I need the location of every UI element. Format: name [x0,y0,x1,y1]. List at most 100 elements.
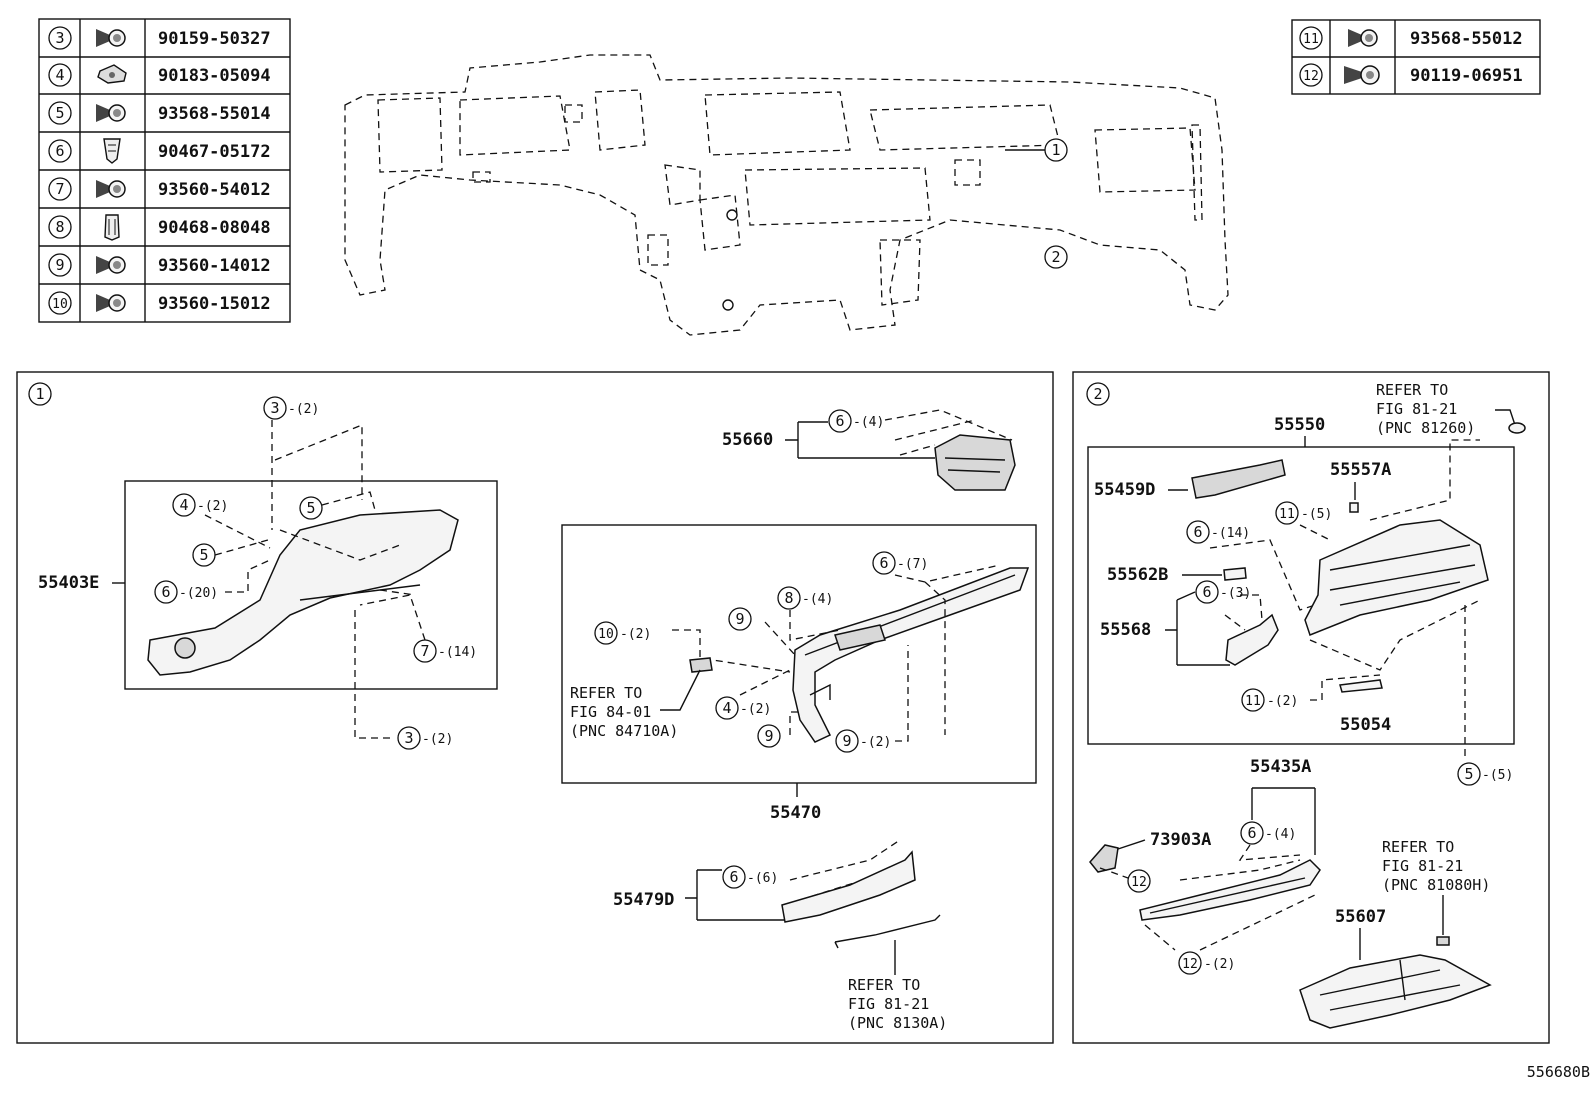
light-switch [1436,936,1450,946]
reference-note: FIG 81-21 [1382,857,1463,875]
reference-note: (PNC 81080H) [1382,876,1490,894]
part-number: 90183-05094 [158,66,271,86]
glovebox-stopper [1223,567,1247,581]
panel-insert [1191,459,1286,499]
callout-number: 5 [306,499,315,517]
callout-number: 8 [55,218,64,236]
fastener-row: 9 93560-14012 [48,253,271,277]
quantity: -(14) [438,645,477,660]
small-clip [1349,502,1359,513]
reference-note: REFER TO [1382,838,1454,856]
reference-note: REFER TO [570,684,642,702]
bolt-icon [95,179,126,199]
figure-id: 556680B [1527,1063,1590,1081]
clip-nut-icon [97,64,127,84]
part-number: 90159-50327 [158,29,271,49]
dashboard-overview: 1 2 [344,54,1229,336]
panel-2: 2 REFER TO FIG 81-21 (PNC 81260) 55550 5… [1072,371,1550,1044]
bolt-icon [95,103,126,123]
part-number: 55479D [613,890,674,910]
bolt-icon [1347,28,1378,48]
part-number: 55607 [1335,907,1386,927]
quantity: -(5) [1301,507,1332,522]
glovebox-latch [1339,679,1383,693]
assembly-box-55550 [1087,446,1515,745]
callout-number: 12 [1303,69,1319,84]
reference-note: (PNC 84710A) [570,722,678,740]
quantity: -(4) [802,592,833,607]
fastener-table-right: 11 93568-55012 12 90119-06951 [1291,19,1541,95]
instrument-trim-panel [792,567,1030,743]
callout-number: 9 [764,727,773,745]
part-number: 90119-06951 [1410,66,1523,86]
fastener-row: 3 90159-50327 [48,26,271,50]
part-number: 55562B [1107,565,1168,585]
fastener-row: 8 90468-08048 [48,214,271,241]
switch-connector [689,657,713,673]
callout-number: 6 [729,868,738,886]
quantity: -(2) [288,402,319,417]
fastener-row: 7 93560-54012 [48,177,271,201]
assembly-box-55403e [124,480,498,690]
panel-number: 1 [35,385,44,403]
part-number: 55568 [1100,620,1151,640]
reference-note: REFER TO [848,976,920,994]
callout-number: 3 [55,29,64,47]
callout-number: 11 [1303,32,1319,47]
callout-number: 6 [55,142,64,160]
quantity: -(2) [740,702,771,717]
quantity: -(2) [197,499,228,514]
fastener-table-left: 3 90159-50327 4 90183-05094 5 93568-5501… [38,18,291,323]
callout-number: 4 [722,699,731,717]
assembly-box-55470 [561,524,1037,784]
callout-number: 6 [1193,523,1202,541]
part-number: 55403E [38,573,99,593]
long-bolt-icon [1343,65,1380,85]
reference-note: FIG 81-21 [848,995,929,1013]
quantity: -(3) [1220,586,1251,601]
callout-number: 6 [879,554,888,572]
callout-number: 8 [784,589,793,607]
quantity: -(4) [1265,827,1296,842]
glovebox-door [1304,519,1489,636]
callout-number: 10 [598,627,614,642]
fastener-row: 11 93568-55012 [1299,26,1523,50]
fastener-row: 6 90467-05172 [48,138,271,164]
callout-number: 4 [55,66,64,84]
quantity: -(20) [179,586,218,601]
switch-block [834,624,886,651]
reference-note: (PNC 81260) [1376,419,1475,437]
part-number: 55470 [770,803,821,823]
part-number: 55660 [722,430,773,450]
callout-number: 2 [1051,248,1060,266]
callout-number: 11 [1279,507,1295,522]
console-upper-panel [147,509,459,676]
panel-1: 1 55403E 3 -(2) 4 -(2) 5 5 6 -(20) 7 -(1… [16,371,1054,1044]
part-number: 93568-55012 [1410,29,1523,49]
callout-number: 7 [55,180,64,198]
fastener-row: 10 93560-15012 [48,291,271,315]
part-number: 73903A [1150,830,1211,850]
trim-clip-73903a [1089,844,1119,873]
reference-note: FIG 84-01 [570,703,651,721]
part-number: 93568-55014 [158,104,271,124]
glovebox-hinge-bracket [1225,613,1279,666]
part-number: 90467-05172 [158,142,271,162]
push-clip-icon [103,138,121,164]
callout-number: 6 [1247,824,1256,842]
lower-glovebox-trim [1139,859,1321,921]
reference-note: FIG 81-21 [1376,400,1457,418]
bolt-icon [95,28,126,48]
part-number: 93560-54012 [158,180,271,200]
part-number: 93560-14012 [158,256,271,276]
part-number: 90468-08048 [158,218,271,238]
bolt-icon [95,255,126,275]
fastener-row: 5 93568-55014 [48,101,271,125]
part-number: 55054 [1340,715,1391,735]
spring-clip-icon [104,214,120,241]
fastener-row: 12 90119-06951 [1299,63,1523,87]
callout-number: 6 [835,412,844,430]
callout-number: 9 [735,610,744,628]
quantity: -(2) [1204,957,1235,972]
